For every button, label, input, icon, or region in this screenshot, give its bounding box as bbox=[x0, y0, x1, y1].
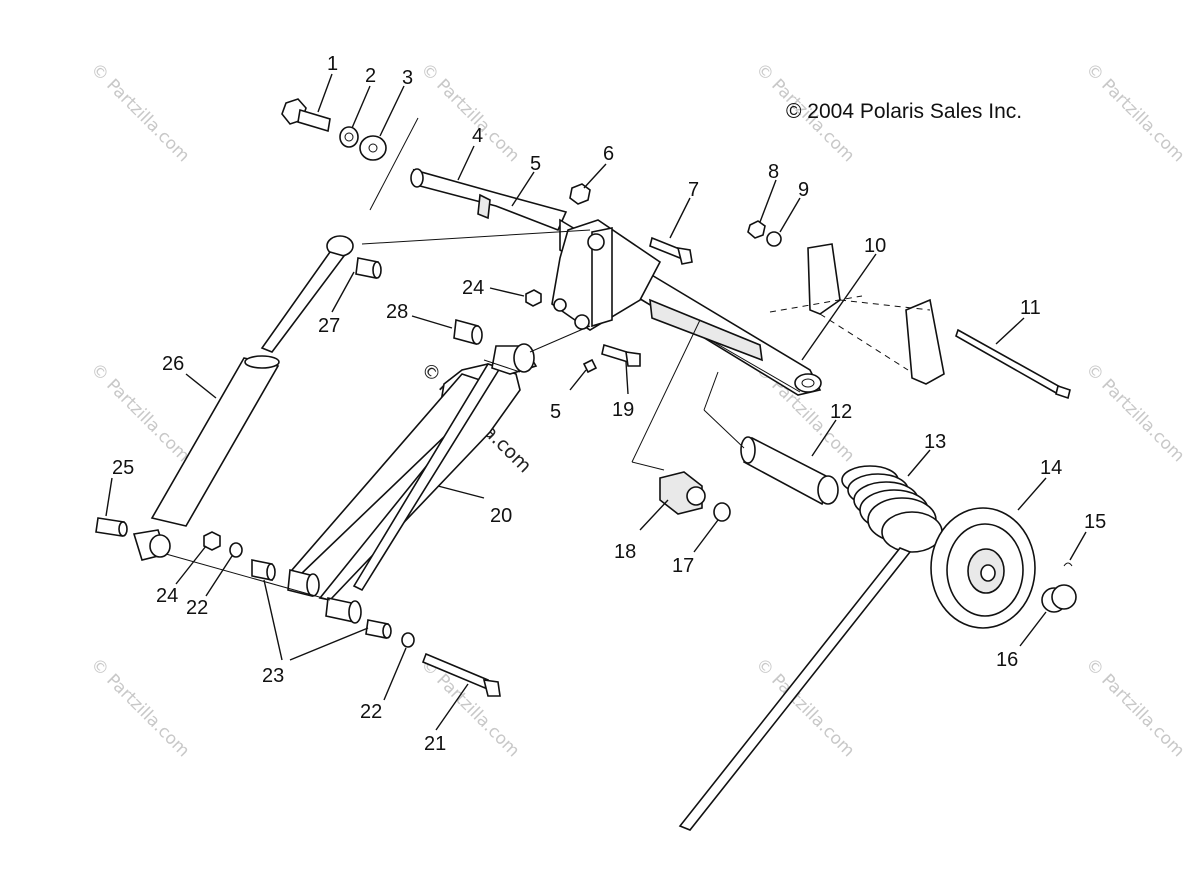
part-washer-9 bbox=[766, 231, 782, 247]
part-bracket bbox=[551, 219, 662, 331]
callout-26: 26 bbox=[162, 353, 184, 375]
callout-5-lower: 5 bbox=[550, 401, 561, 423]
callout-22-lower: 22 bbox=[360, 701, 382, 723]
parts bbox=[95, 98, 1077, 831]
part-sleeve-12 bbox=[740, 436, 839, 506]
callout-11: 11 bbox=[1020, 297, 1041, 319]
part-washer-22 bbox=[229, 542, 243, 558]
watermark: © Partzilla.com bbox=[86, 359, 193, 466]
callout-20: 20 bbox=[490, 505, 512, 527]
part-bolt-7 bbox=[649, 236, 693, 265]
watermark: © Partzilla.com bbox=[1081, 359, 1188, 466]
callout-13: 13 bbox=[924, 431, 946, 453]
part-washer-22-lower bbox=[401, 632, 415, 648]
callout-22: 22 bbox=[186, 597, 208, 619]
part-shock-eye bbox=[132, 529, 171, 561]
callout-25: 25 bbox=[112, 457, 134, 479]
part-arm-20 bbox=[290, 343, 538, 601]
part-bushing-28 bbox=[453, 318, 483, 346]
part-bolt-21 bbox=[421, 652, 501, 697]
part-rail-bracket bbox=[769, 243, 945, 385]
callout-7: 7 bbox=[688, 179, 699, 201]
part-ring-17 bbox=[713, 502, 731, 522]
watermark: © Partzilla.com bbox=[1081, 654, 1188, 761]
part-nut-8 bbox=[747, 220, 766, 239]
watermark: © Partzilla.com bbox=[86, 59, 193, 166]
callout-10: 10 bbox=[864, 235, 886, 257]
part-nut-24 bbox=[525, 289, 542, 307]
part-block-18 bbox=[659, 471, 706, 515]
callout-labels: 1 2 3 4 5 6 7 8 9 10 11 12 13 14 15 16 1… bbox=[112, 53, 1106, 755]
callout-21: 21 bbox=[424, 733, 446, 755]
part-nut-6 bbox=[569, 183, 591, 205]
part-bolt-1 bbox=[281, 98, 331, 133]
part-spring-13 bbox=[678, 465, 943, 831]
callout-1: 1 bbox=[327, 53, 338, 75]
callout-24: 24 bbox=[462, 277, 484, 299]
callout-18: 18 bbox=[614, 541, 636, 563]
callout-5: 5 bbox=[530, 153, 541, 175]
part-washer-2 bbox=[339, 126, 359, 148]
part-rod-11 bbox=[955, 328, 1071, 400]
part-nut-24-lower bbox=[203, 531, 221, 551]
part-wheel-14 bbox=[930, 507, 1036, 629]
callout-24-lower: 24 bbox=[156, 585, 178, 607]
part-washer-3 bbox=[359, 135, 387, 161]
watermark: © Partzilla.com bbox=[86, 654, 193, 761]
part-collar-16 bbox=[1041, 584, 1077, 613]
part-bolt-19 bbox=[601, 343, 641, 367]
callout-leaders bbox=[105, 73, 1087, 731]
callout-4: 4 bbox=[472, 125, 483, 147]
callout-12: 12 bbox=[830, 401, 852, 423]
watermark: © Partzilla.com bbox=[1081, 59, 1188, 166]
part-shock-26 bbox=[150, 235, 354, 527]
callout-9: 9 bbox=[798, 179, 809, 201]
callout-16: 16 bbox=[996, 649, 1018, 671]
part-shaft-4 bbox=[410, 168, 568, 232]
part-bushing-25 bbox=[95, 517, 128, 537]
callout-3: 3 bbox=[402, 67, 413, 89]
part-bushing-27 bbox=[355, 257, 382, 279]
copyright-text: © 2004 Polaris Sales Inc. bbox=[786, 100, 1022, 123]
part-fitting-5 bbox=[582, 358, 598, 374]
callout-19: 19 bbox=[612, 399, 634, 421]
callout-8: 8 bbox=[768, 161, 779, 183]
callout-27: 27 bbox=[318, 315, 340, 337]
part-pin-15 bbox=[1063, 562, 1073, 567]
callout-6: 6 bbox=[603, 143, 614, 165]
callout-23: 23 bbox=[262, 665, 284, 687]
callout-14: 14 bbox=[1040, 457, 1062, 479]
callout-15: 15 bbox=[1084, 511, 1106, 533]
callout-2: 2 bbox=[365, 65, 376, 87]
callout-28: 28 bbox=[386, 301, 408, 323]
callout-17: 17 bbox=[672, 555, 694, 577]
part-bushing-23 bbox=[251, 559, 392, 639]
watermark: © Partzilla.com bbox=[416, 59, 523, 166]
